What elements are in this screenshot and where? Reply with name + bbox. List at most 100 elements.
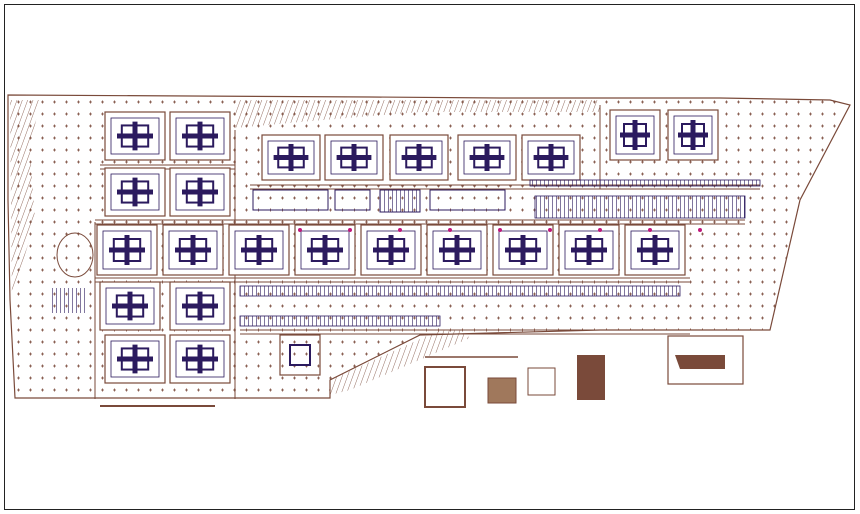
building-inner (110, 117, 160, 155)
building-inner (498, 230, 548, 270)
building-apartments (340, 146, 368, 169)
building-inner (366, 230, 416, 270)
building-unit (104, 334, 166, 384)
building-unit (492, 224, 554, 276)
detail-drawings (100, 335, 744, 408)
marker (448, 228, 452, 232)
building-apartments (473, 146, 501, 169)
building-unit (558, 224, 620, 276)
building-unit (294, 224, 356, 276)
building-unit (261, 134, 321, 181)
building-apartments (244, 238, 274, 262)
building-apartments (185, 294, 215, 318)
building-unit (99, 281, 161, 331)
parking-strip (529, 179, 761, 187)
building-apartments (310, 238, 340, 262)
building-apartments (185, 347, 215, 371)
building-inner (105, 287, 155, 325)
building-unit (228, 224, 290, 276)
building-unit (667, 109, 719, 161)
building-apartments (681, 123, 705, 147)
marker (648, 228, 652, 232)
building-apartments (442, 238, 472, 262)
building-unit (624, 224, 686, 276)
parking-strips (239, 179, 761, 327)
building-apartments (112, 238, 142, 262)
detail-paving (487, 377, 517, 404)
building-inner (527, 140, 575, 175)
community-building-core (289, 344, 311, 366)
building-inner (630, 230, 680, 270)
building-unit (169, 334, 231, 384)
parking-strip (239, 285, 681, 297)
building-inner (168, 230, 218, 270)
marker (398, 228, 402, 232)
building-inner (234, 230, 284, 270)
building-outline (492, 224, 554, 276)
building-apartments (120, 124, 150, 148)
building-apartments (623, 123, 647, 147)
building-unit (169, 281, 231, 331)
building-apartments (185, 180, 215, 204)
building-apartments (574, 238, 604, 262)
building-unit (457, 134, 517, 181)
building-units (52, 109, 719, 384)
marker (598, 228, 602, 232)
building-inner (175, 173, 225, 211)
building-inner (175, 340, 225, 378)
detail-section (577, 355, 605, 400)
slope-band-left (10, 100, 40, 300)
location-map (667, 335, 744, 385)
building-apartments (277, 146, 305, 169)
building-unit (426, 224, 488, 276)
building-inner (395, 140, 443, 175)
building-unit (96, 224, 158, 276)
building-inner (267, 140, 315, 175)
building-inner (673, 115, 713, 155)
building-unit (169, 111, 231, 161)
building-inner (564, 230, 614, 270)
marker (348, 228, 352, 232)
marker (548, 228, 552, 232)
pool (52, 288, 87, 313)
building-inner (432, 230, 482, 270)
service-building (334, 189, 371, 211)
garden-circle (56, 232, 94, 278)
slope-band-top (235, 100, 600, 128)
building-inner (175, 287, 225, 325)
building-unit (104, 167, 166, 217)
building-inner (102, 230, 152, 270)
marker (698, 228, 702, 232)
building-inner (463, 140, 511, 175)
parking-strip (534, 195, 746, 219)
drawing-frame (4, 4, 855, 510)
service-building (429, 189, 506, 211)
building-unit (609, 109, 661, 161)
building-unit (360, 224, 422, 276)
building-inner (175, 117, 225, 155)
building-inner (300, 230, 350, 270)
community-building (279, 334, 321, 376)
building-apartments (640, 238, 670, 262)
sports-court (379, 189, 421, 213)
slope-band-bottom (330, 330, 470, 395)
building-unit (521, 134, 581, 181)
building-unit (162, 224, 224, 276)
marker (298, 228, 302, 232)
building-apartments (120, 347, 150, 371)
detail-plan-a (424, 366, 466, 408)
building-unit (324, 134, 384, 181)
building-inner (110, 340, 160, 378)
location-map-site (675, 355, 725, 369)
building-apartments (115, 294, 145, 318)
building-apartments (178, 238, 208, 262)
service-building (252, 189, 329, 211)
building-apartments (405, 146, 433, 169)
building-unit (104, 111, 166, 161)
building-unit (389, 134, 449, 181)
building-apartments (185, 124, 215, 148)
building-apartments (120, 180, 150, 204)
building-inner (330, 140, 378, 175)
building-inner (615, 115, 655, 155)
